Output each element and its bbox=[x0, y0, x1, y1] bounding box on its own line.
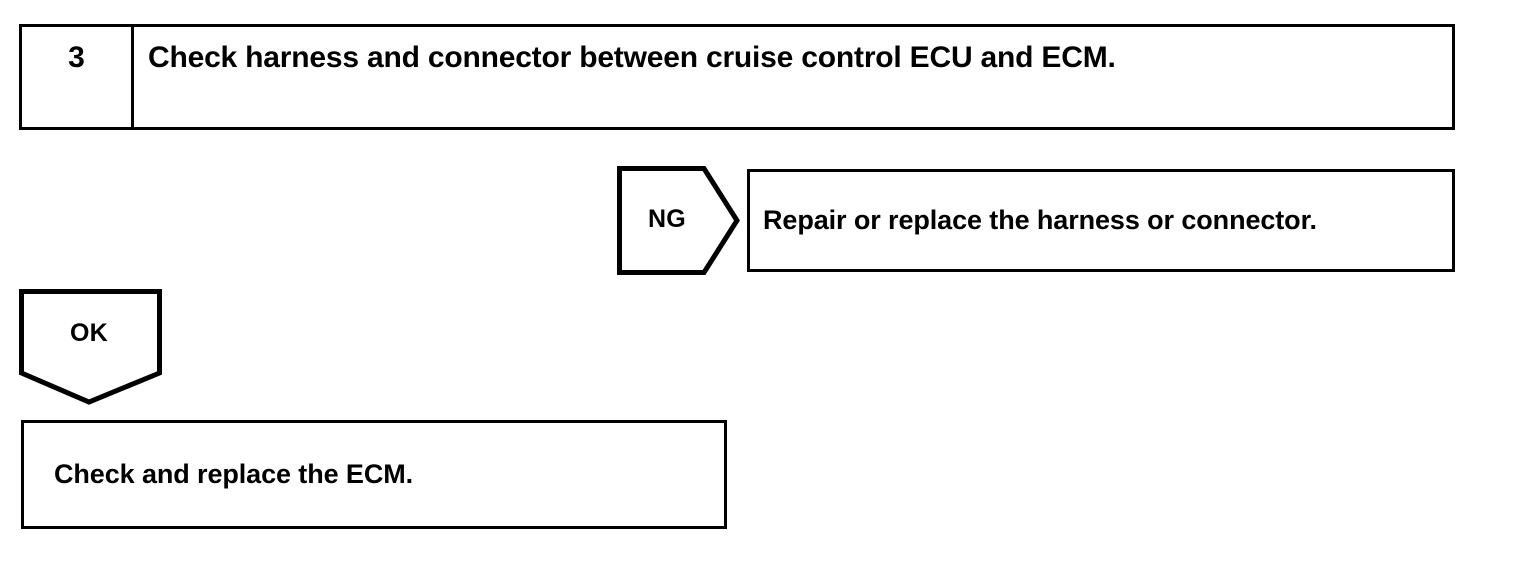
ok-pentagon-arrow-icon bbox=[19, 289, 162, 405]
ok-action-box: Check and replace the ECM. bbox=[21, 420, 727, 529]
step-row: 3 Check harness and connector between cr… bbox=[19, 24, 1455, 130]
step-number-cell: 3 bbox=[22, 27, 134, 127]
ng-branch-tag: NG bbox=[617, 166, 740, 275]
ng-label: NG bbox=[647, 204, 687, 233]
step-number: 3 bbox=[68, 41, 85, 74]
ng-action-text: Repair or replace the harness or connect… bbox=[763, 205, 1317, 235]
ok-action-text: Check and replace the ECM. bbox=[54, 459, 414, 489]
ok-label: OK bbox=[69, 318, 109, 347]
ok-branch-tag: OK bbox=[19, 289, 162, 405]
step-instruction-text: Check harness and connector between crui… bbox=[148, 41, 1116, 74]
ng-pentagon-arrow-icon bbox=[617, 166, 740, 275]
step-instruction-cell: Check harness and connector between crui… bbox=[134, 27, 1452, 127]
ng-branch-row: NG Repair or replace the harness or conn… bbox=[617, 166, 1455, 275]
ng-action-box: Repair or replace the harness or connect… bbox=[747, 169, 1455, 272]
